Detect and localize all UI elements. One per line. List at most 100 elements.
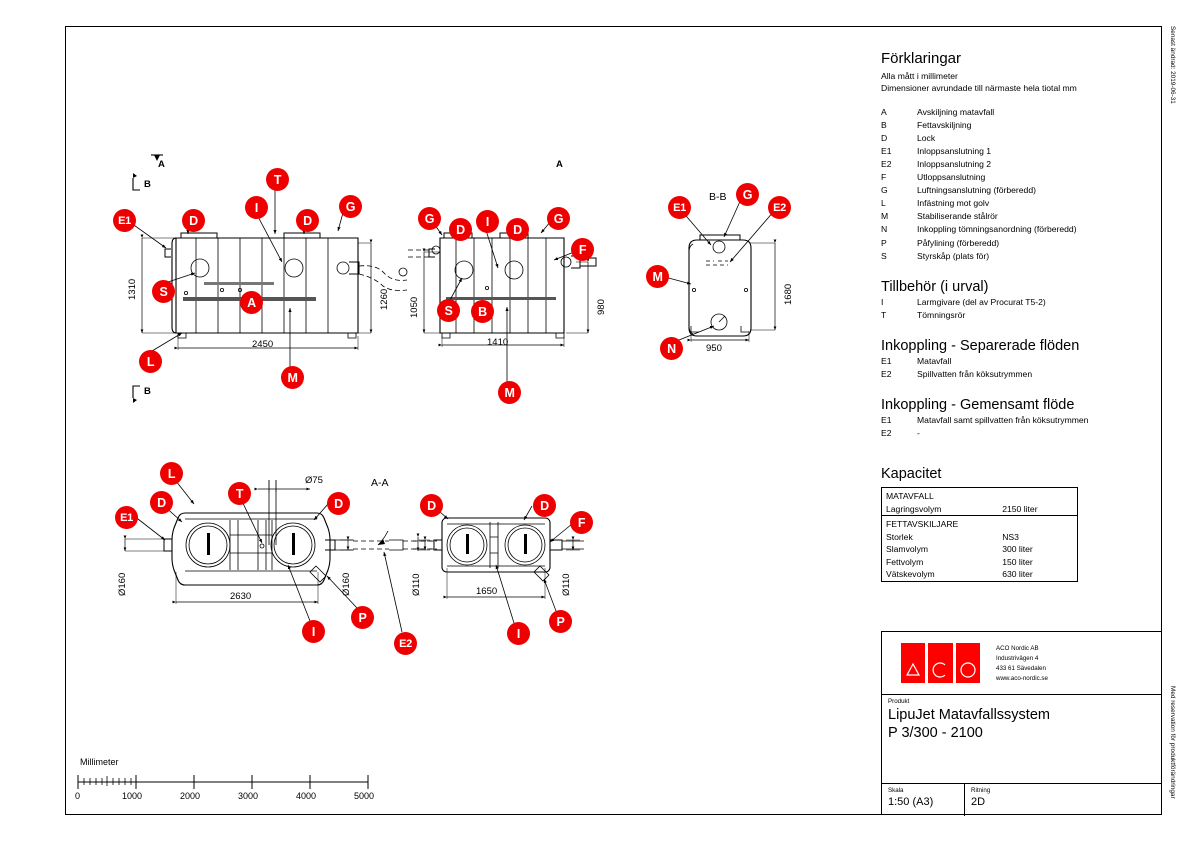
table-row: Vätskevolym 630 liter (882, 568, 1078, 581)
triangle-icon (905, 662, 921, 676)
callout-g: G (339, 195, 362, 218)
accessories-block: Tillbehör (i urval) I Larmgivare (del av … (881, 279, 1161, 322)
callout-p: P (549, 610, 572, 633)
legend-key: M (881, 211, 889, 222)
legend-key: N (881, 224, 888, 235)
logo-bar-o (955, 643, 980, 683)
product-row: Produkt LipuJet Matavfallssystem P 3/300… (882, 695, 1161, 784)
separated-flows-item: E1 Matavfall (881, 355, 1161, 368)
table-row: MATAVFALL (882, 488, 1078, 503)
company-city: 433 61 Sävedalen (996, 665, 1046, 673)
separated-flows-key: E2 (881, 368, 892, 379)
callout-i: I (476, 210, 499, 233)
product-model: P 3/300 - 2100 (888, 725, 983, 741)
callout-i: I (302, 620, 325, 643)
capacity-value: 2150 liter (1002, 503, 1038, 514)
legend-key: E2 (881, 159, 892, 170)
drawing-value: 2D (971, 796, 986, 808)
legend-item: D Lock (881, 132, 1161, 145)
capacity-label: Vätskevolym (886, 569, 935, 579)
callout-d: D (327, 492, 350, 515)
legend-value: Lock (917, 133, 936, 144)
callout-s: S (152, 280, 175, 303)
accessories-value: Larmgivare (del av Procurat T5-2) (917, 296, 1046, 307)
dimension-d160-right: Ø160 (341, 572, 352, 596)
legend-key: G (881, 185, 888, 196)
accessories-title: Tillbehör (i urval) (881, 278, 989, 295)
callout-e1: E1 (113, 209, 136, 232)
section-label-aa: A-A (371, 477, 389, 489)
legend-value: Fettavskiljning (917, 119, 972, 130)
drawing-cell: Ritning 2D (965, 784, 1161, 816)
callout-f: F (570, 511, 593, 534)
callout-d: D (506, 218, 529, 241)
company-name: ACO Nordic AB (996, 645, 1039, 652)
drawing-label: Ritning (971, 787, 991, 794)
accessories-key: I (881, 296, 884, 307)
callout-l: L (139, 350, 162, 373)
legend-value: Inloppsanslutning 2 (917, 159, 992, 170)
callout-n: N (660, 337, 683, 360)
legend-key: F (881, 172, 887, 183)
callout-m: M (646, 265, 669, 288)
scalebar-tick-1000: 1000 (122, 791, 143, 801)
table-row: Storlek NS3 (882, 531, 1078, 544)
scale-cell: Skala 1:50 (A3) (882, 784, 965, 816)
legend-key: D (881, 133, 888, 144)
accessories-item: I Larmgivare (del av Procurat T5-2) (881, 296, 1161, 309)
legend-panel: Förklaringar Alla mått i millimeter Dime… (881, 50, 1161, 440)
company-address: ACO Nordic AB Industrivägen 4 433 61 Säv… (996, 644, 1048, 684)
callout-d: D (296, 209, 319, 232)
capacity-value: 630 liter (1002, 569, 1033, 579)
legend-title: Förklaringar (881, 50, 962, 67)
section-mark-b-top: B (144, 179, 151, 190)
callout-e1: E1 (668, 196, 691, 219)
legend-subtitle-2: Dimensioner avrundade till närmaste hela… (881, 83, 1077, 94)
section-mark-a-right: A (556, 159, 563, 170)
common-flow-item: E2- (881, 427, 1161, 440)
callout-i: I (245, 196, 268, 219)
legend-subtitle-1: Alla mått i millimeter (881, 71, 958, 81)
dimension-950: 950 (706, 343, 722, 354)
separated-flows-value: Matavfall (917, 355, 952, 366)
dimension-2450: 2450 (252, 339, 274, 350)
callout-f: F (571, 238, 594, 261)
callout-d: D (533, 494, 556, 517)
capacity-group-header: FETTAVSKILJARE (881, 515, 1078, 531)
drawing-frame (65, 26, 1162, 815)
legend-item: N Inkoppling tömningsanordning (förberedd… (881, 223, 1161, 236)
legend-key: L (881, 198, 886, 209)
legend-value: Påfylining (förberedd) (917, 237, 1000, 248)
scalebar-tick-4000: 4000 (296, 791, 317, 801)
title-block: ACO Nordic AB Industrivägen 4 433 61 Säv… (881, 631, 1162, 816)
callout-i: I (507, 622, 530, 645)
legend-value: Inkoppling tömningsanordning (förberedd) (917, 224, 1077, 235)
dimension-1260: 1260 (379, 288, 390, 310)
scale-label: Skala (888, 787, 904, 794)
dimension-980: 980 (596, 299, 607, 315)
company-street: Industrivägen 4 (996, 655, 1039, 663)
legend-value: Styrskåp (plats för) (917, 250, 990, 261)
capacity-value: NS3 (1002, 531, 1019, 542)
capacity-group-header: MATAVFALL (886, 491, 934, 501)
logo-bar-a (901, 643, 926, 683)
dimension-1650: 1650 (476, 586, 498, 597)
scalebar-tick-2000: 2000 (180, 791, 201, 801)
company-web: www.aco-nordic.se (996, 675, 1048, 683)
dimension-d110-left: Ø110 (411, 573, 422, 596)
capacity-title: Kapacitet (881, 466, 942, 482)
capacity-label: Fettvolym (886, 556, 924, 567)
capacity-label: Storlek (886, 531, 913, 542)
title-block-logo-row: ACO Nordic AB Industrivägen 4 433 61 Säv… (882, 632, 1161, 695)
legend-value: Utloppsanslutning (917, 172, 986, 183)
separated-flows-key: E1 (881, 355, 892, 366)
